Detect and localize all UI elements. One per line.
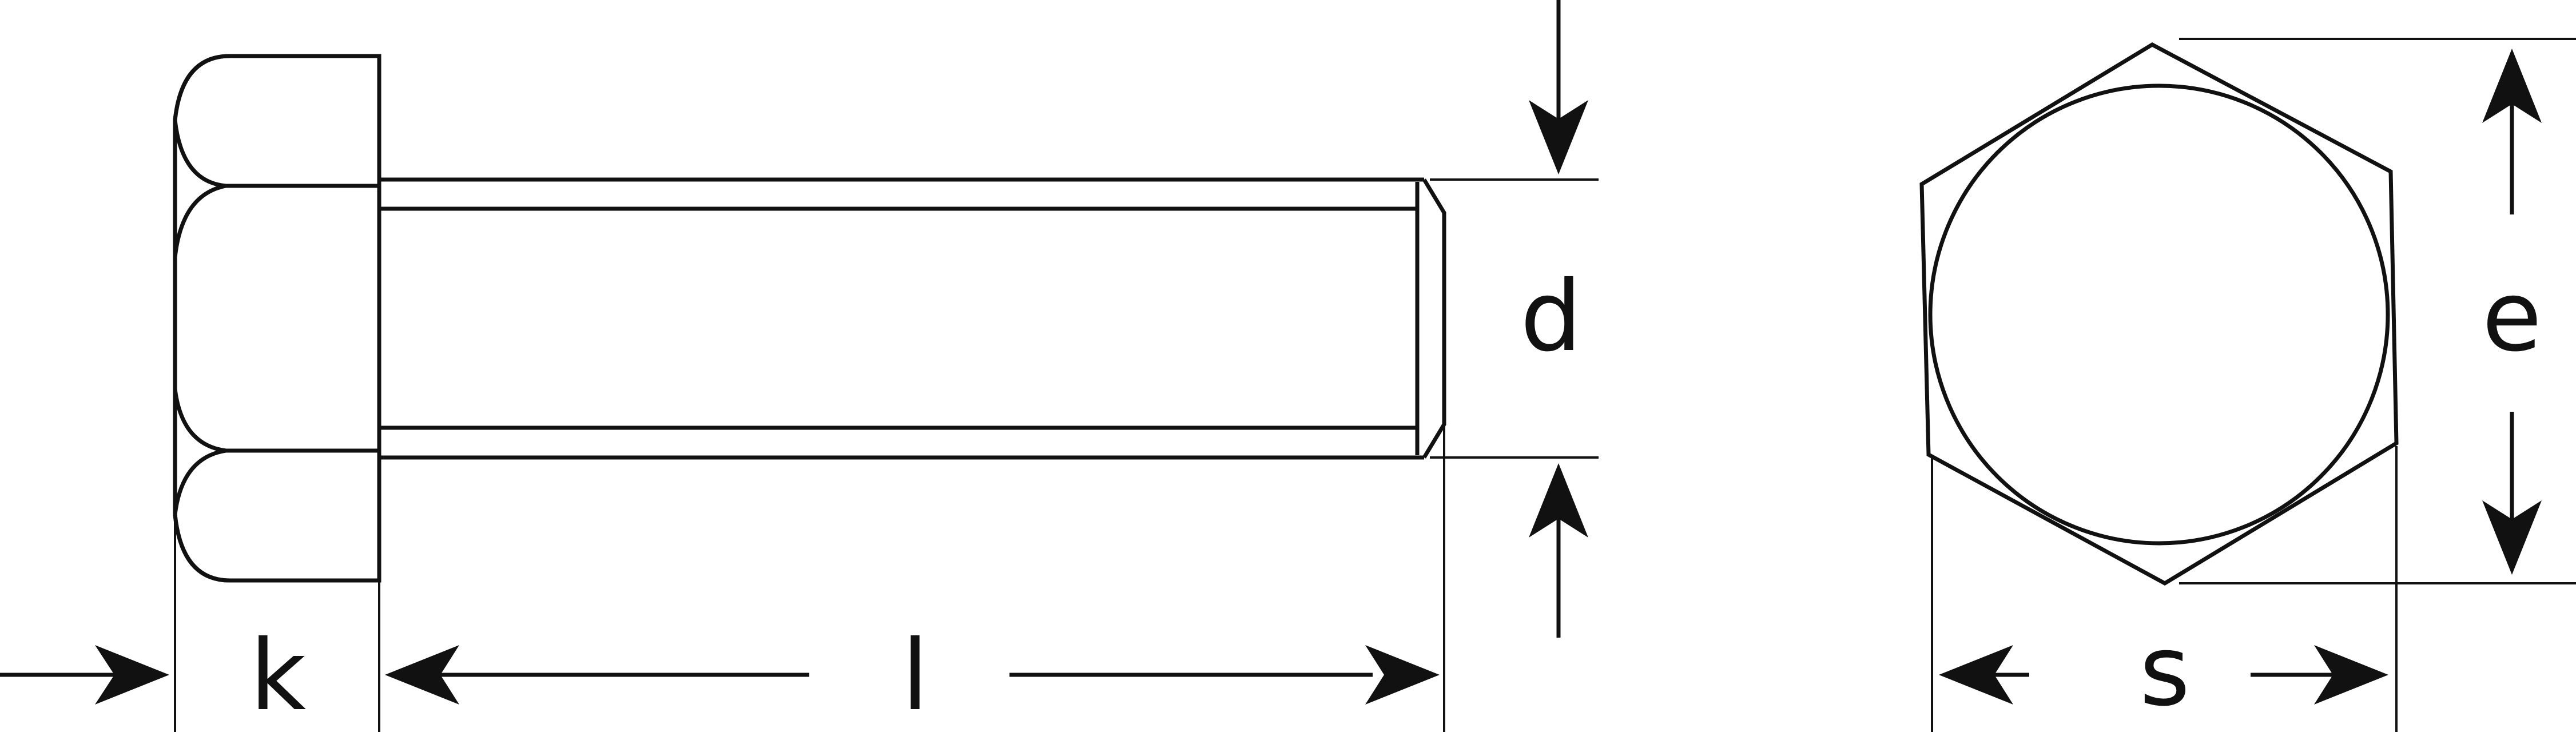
bolt-shank-side-view: [379, 177, 1446, 460]
label-d: d: [1520, 260, 1582, 373]
bolt-head-side-view: [173, 54, 381, 583]
label-l: l: [901, 619, 928, 732]
dimension-s: s: [1931, 446, 2398, 732]
label-k: k: [250, 619, 306, 732]
dimension-d: d: [1430, 0, 1599, 638]
label-e: e: [2482, 260, 2542, 373]
dimension-l: l: [385, 424, 1445, 732]
label-s: s: [2140, 615, 2191, 728]
dimension-e: e: [2179, 38, 2576, 584]
dimension-k: k: [0, 515, 380, 732]
bolt-head-end-view: [1919, 42, 2399, 586]
